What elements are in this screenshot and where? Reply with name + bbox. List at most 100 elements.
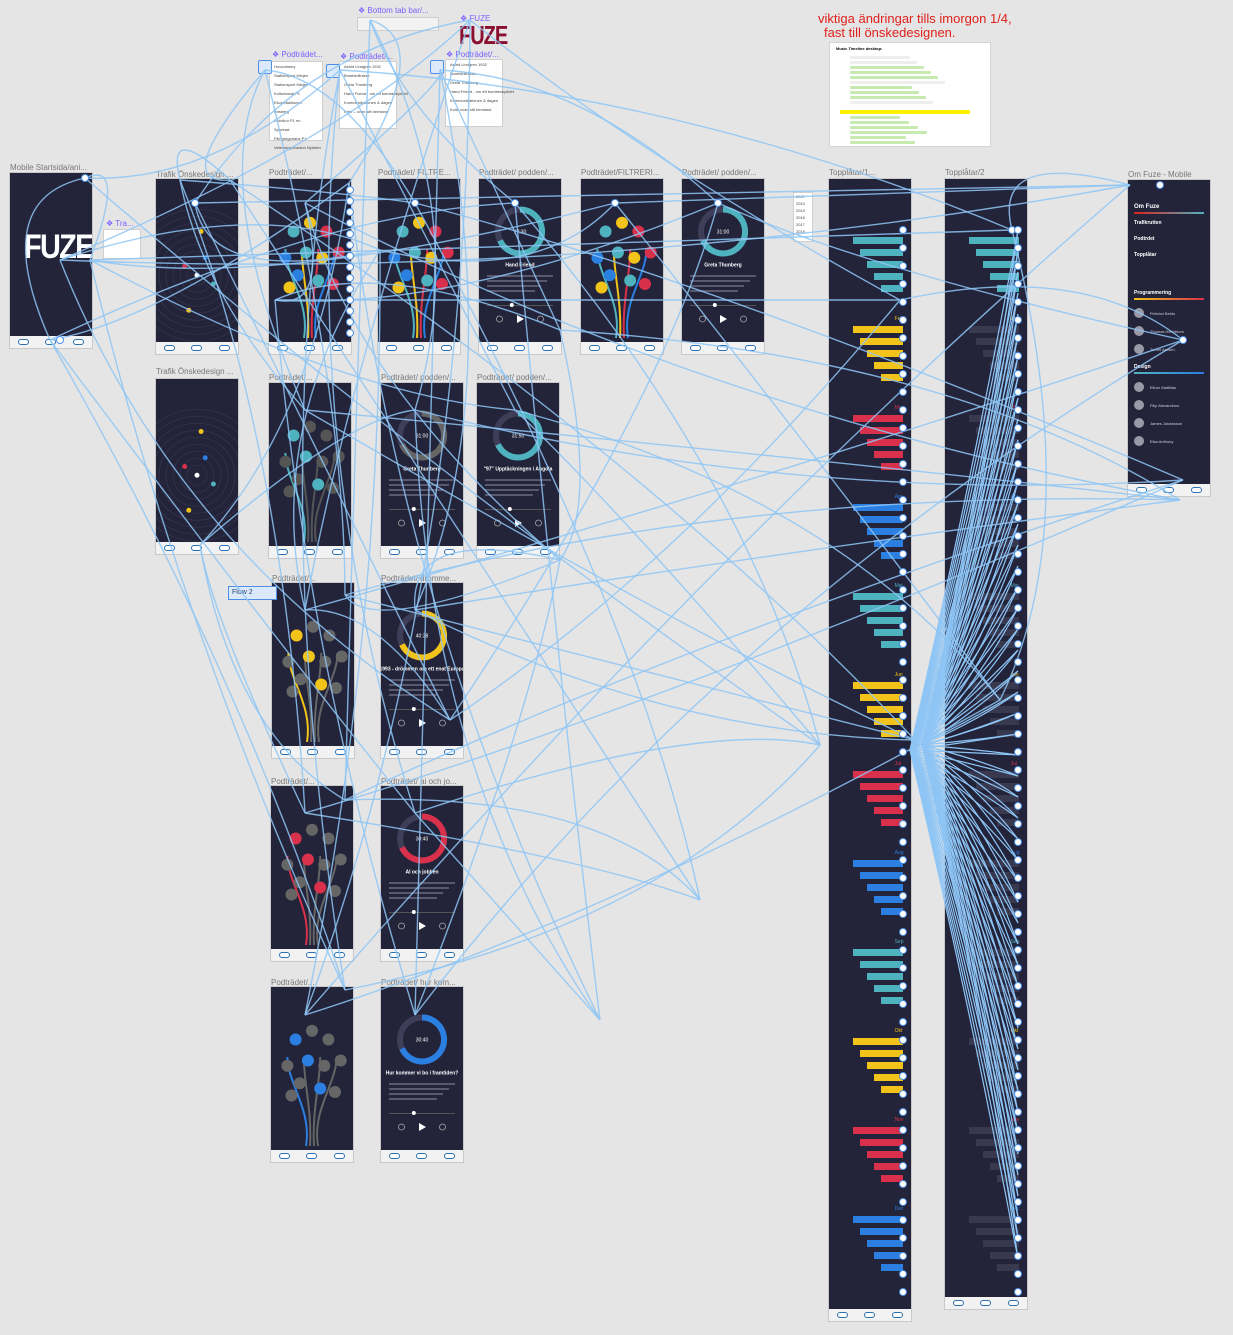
bottom-tab-bar[interactable] (477, 546, 559, 558)
frame-label-pod-podden4[interactable]: Podträdet/ podden/... (477, 373, 552, 382)
component-chip[interactable] (258, 60, 272, 74)
tab-menu[interactable] (307, 749, 319, 755)
tab-menu[interactable] (416, 1153, 428, 1159)
menu-item[interactable]: Krönikor P1 en (274, 118, 301, 123)
tab-menu[interactable] (616, 345, 628, 351)
tab-info[interactable] (443, 549, 455, 555)
frame-label-pod1[interactable]: Podträdet/... (269, 168, 313, 177)
menu-item[interactable]: Filmgregorians P1 (274, 136, 307, 141)
menu-item[interactable]: Sportrad (274, 127, 290, 132)
bottom-tab-bar[interactable] (381, 949, 463, 961)
bottom-tab-bar[interactable] (1128, 484, 1210, 496)
menu-item[interactable]: Kommunikationen & dagen (450, 98, 499, 103)
year-option[interactable]: 2007 (796, 194, 805, 199)
tab-info[interactable] (539, 549, 551, 555)
tab-home[interactable] (953, 1300, 965, 1306)
frame-pod-filter[interactable] (378, 179, 460, 354)
bottom-tab-bar[interactable] (156, 542, 238, 554)
bottom-tab-bar[interactable] (581, 342, 663, 354)
bottom-tab-bar[interactable] (271, 949, 353, 961)
tab-menu[interactable] (191, 345, 203, 351)
menu-item[interactable]: Kommunikationen & dagen (344, 100, 393, 105)
tab-menu[interactable] (306, 1153, 318, 1159)
tab-menu[interactable] (191, 545, 203, 551)
frame-label-pod-row2[interactable]: Podträdet/... (269, 373, 313, 382)
year-option[interactable]: 2010 (796, 201, 805, 206)
component-label-pod-menu3[interactable]: ❖ Podträdet/... (446, 50, 499, 59)
bottom-tab-bar[interactable] (269, 546, 351, 558)
frame-label-pod-hur[interactable]: Podträdet/ hur kom... (381, 978, 456, 987)
tab-info[interactable] (541, 345, 553, 351)
frame-label-pod-drom[interactable]: Podträdet/ drömme... (381, 574, 457, 583)
bottom-tab-bar[interactable] (479, 342, 561, 354)
menu-item[interactable]: Ilvisberg (274, 109, 289, 114)
tab-home[interactable] (279, 1153, 291, 1159)
frame-label-pod-podden2[interactable]: Podträdet/ podden/... (682, 168, 757, 177)
year-option[interactable]: 2016 (796, 215, 805, 220)
tab-menu[interactable] (304, 345, 316, 351)
bottom-tab-bar[interactable] (10, 336, 92, 348)
tab-menu[interactable] (717, 345, 729, 351)
menu-item[interactable]: Kulturkanal P1 (274, 91, 301, 96)
tab-menu[interactable] (306, 952, 318, 958)
tab-home[interactable] (277, 549, 289, 555)
tab-menu[interactable] (416, 749, 428, 755)
tab-home[interactable] (164, 545, 176, 551)
frame-label-pod-row3[interactable]: Podträdet/... (272, 574, 316, 583)
bottom-tab-bar[interactable] (156, 342, 238, 354)
frame-label-pod-podden3[interactable]: Podträdet/ podden/... (381, 373, 456, 382)
frame-pod-row3[interactable] (272, 583, 354, 758)
year-option[interactable]: 2013 (796, 208, 805, 213)
frame-pod-podden4[interactable]: 31:50"97" Upptäckningen i Angola (477, 383, 559, 558)
menu-item[interactable]: Bombkrillnisse (450, 71, 476, 76)
tab-menu[interactable] (864, 1312, 876, 1318)
tab-home[interactable] (837, 1312, 849, 1318)
tab-info[interactable] (333, 952, 345, 958)
year-option[interactable]: 2017 (796, 222, 805, 227)
tab-home[interactable] (277, 345, 289, 351)
bottom-tab-component[interactable] (358, 18, 438, 30)
tab-info[interactable] (331, 549, 343, 555)
tab-menu[interactable] (416, 549, 428, 555)
frame-pod-row2[interactable] (269, 383, 351, 558)
frame-pod-row4[interactable] (271, 786, 353, 961)
frame-label-pod-ai[interactable]: Podträdet/ ai och jo... (381, 777, 457, 786)
menu-item[interactable]: Greta Thunberg (344, 82, 373, 87)
frame-trafik2[interactable] (156, 379, 238, 554)
tab-menu[interactable] (512, 549, 524, 555)
tab-home[interactable] (280, 749, 292, 755)
menu-item[interactable]: Hand Friend - om ett bombeskyddet (344, 91, 408, 96)
menu-item[interactable]: Greta Thunberg (450, 80, 479, 85)
frame-pod1[interactable] (269, 179, 351, 354)
bottom-tab-bar[interactable] (381, 1150, 463, 1162)
tab-menu[interactable] (416, 952, 428, 958)
bottom-tab-bar[interactable] (272, 746, 354, 758)
bottom-tab-bar[interactable] (682, 342, 764, 354)
frame-label-trafik1[interactable]: Trafik Önskedesign ... (156, 170, 234, 179)
bottom-tab-bar[interactable] (381, 746, 463, 758)
tra-component[interactable] (104, 230, 140, 258)
tab-menu[interactable] (514, 345, 526, 351)
tab-info[interactable] (643, 345, 655, 351)
menu-item[interactable]: Hand Friend - om ett bombeskyddet (450, 89, 514, 94)
tab-info[interactable] (218, 345, 230, 351)
tab-home[interactable] (279, 952, 291, 958)
tab-home[interactable] (164, 345, 176, 351)
frame-label-topp1[interactable]: Topplåtar/1... (829, 168, 876, 177)
menu-item[interactable]: Krim – ovan sitt hemland (344, 109, 389, 114)
bottom-tab-bar[interactable] (381, 546, 463, 558)
tab-menu[interactable] (304, 549, 316, 555)
tab-home[interactable] (487, 345, 499, 351)
menu-item[interactable]: Ekoredaktionen (274, 100, 302, 105)
menu-item[interactable]: Stationsport frilnjen (274, 73, 309, 78)
component-label-bottom-tab[interactable]: ❖ Bottom tab bar/... (358, 6, 429, 15)
frame-label-trafik2[interactable]: Trafik Önskedesign ... (156, 367, 234, 376)
notes-document[interactable]: Music Timeline desktop: (830, 43, 990, 146)
